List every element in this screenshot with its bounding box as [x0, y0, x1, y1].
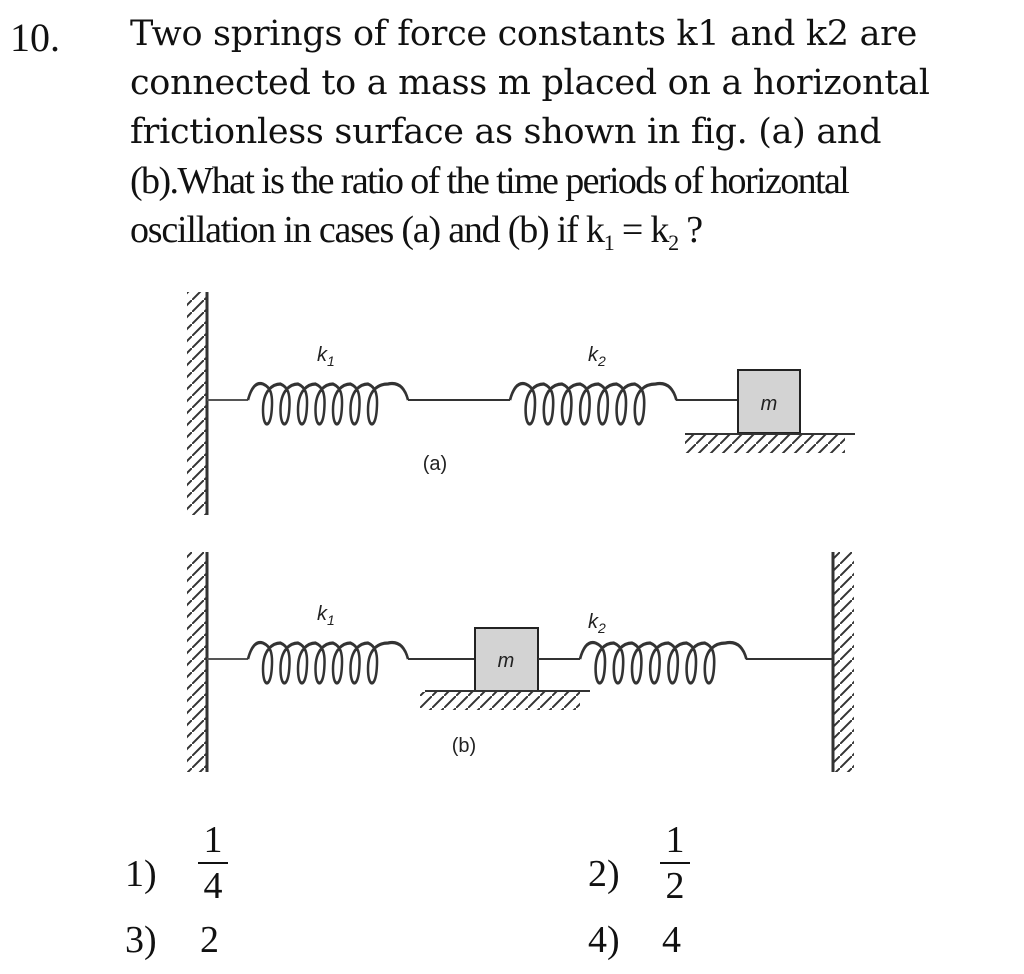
figure-a: m k1 k2 (a)	[187, 292, 855, 515]
mass-label-b: m	[498, 650, 515, 672]
spring-k2-b	[578, 640, 749, 685]
option-1-numerator: 1	[203, 819, 223, 861]
question-line-4: (b).What is the ratio of the time period…	[130, 160, 850, 202]
question-line-1: Two springs of force constants k1 and k2…	[130, 14, 917, 54]
wall-left-b	[187, 552, 209, 772]
fraction-bar	[660, 862, 690, 864]
question-text: Two springs of force constants k1 and k2…	[130, 10, 1000, 267]
option-2-label[interactable]: 2)	[588, 853, 620, 895]
wall-right-b	[831, 552, 854, 772]
mass-block-a	[737, 369, 801, 434]
condition-mid: = k	[613, 209, 670, 251]
option-2-numerator: 1	[665, 819, 685, 861]
option-3-label[interactable]: 3)	[125, 919, 157, 961]
mass-label-a: m	[761, 393, 778, 415]
question-number: 10.	[10, 15, 60, 60]
question-line-5: oscillation in cases (a) and (b) if k1 =…	[130, 206, 1000, 267]
spring-label-k2-b: k2	[588, 611, 606, 636]
caption-a: (a)	[423, 453, 447, 475]
option-2-fraction[interactable]: 1 2	[660, 820, 690, 906]
option-1-fraction[interactable]: 1 4	[198, 820, 228, 906]
fraction-bar	[198, 862, 228, 864]
condition-prefix: oscillation in cases (a) and (b) if k	[130, 209, 605, 251]
option-2-denominator: 2	[665, 865, 685, 907]
question-line-2: connected to a mass m placed on a horizo…	[130, 63, 930, 103]
option-3-value[interactable]: 2	[200, 919, 219, 961]
option-1-label[interactable]: 1)	[125, 853, 157, 895]
option-4-label[interactable]: 4)	[588, 919, 620, 961]
condition-suffix: ?	[677, 209, 703, 251]
wall-left-a	[187, 292, 209, 515]
spring-label-k1-b: k1	[317, 603, 335, 628]
spring-label-k1-a: k1	[317, 344, 335, 369]
spring-k2-a	[508, 381, 679, 426]
spring-k1-b	[246, 640, 410, 685]
spring-label-k2-a: k2	[588, 344, 606, 369]
caption-b: (b)	[452, 735, 476, 757]
option-4-value[interactable]: 4	[662, 919, 681, 961]
mass-block-b	[474, 627, 539, 692]
figure-b: m k1 k2 (b)	[187, 552, 854, 772]
condition-sub-2: 2	[668, 230, 679, 255]
spring-k1-a	[246, 381, 410, 426]
option-1-denominator: 4	[203, 865, 223, 907]
question-line-3: frictionless surface as shown in fig. (a…	[130, 112, 882, 152]
condition-sub-1: 1	[603, 230, 615, 255]
